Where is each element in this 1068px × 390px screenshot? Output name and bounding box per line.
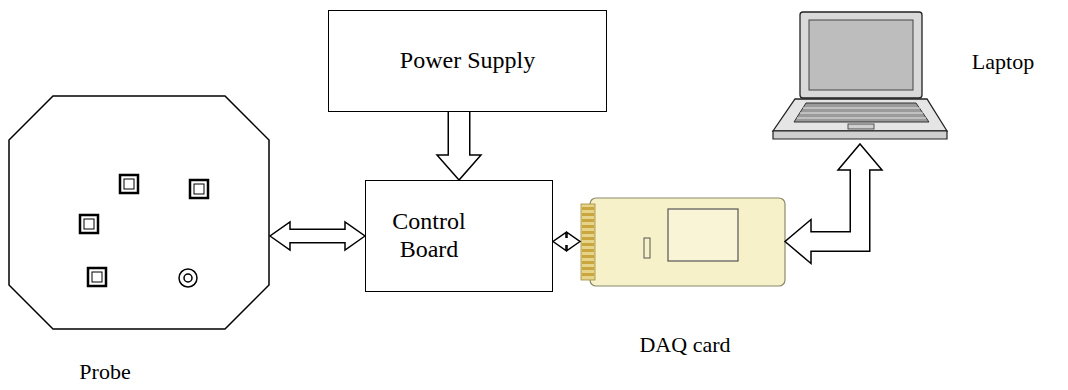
sensor-square [190,180,208,198]
key-row [803,108,920,109]
laptop-front [773,131,947,139]
octagon-border [9,96,269,329]
sensor-square [80,215,98,233]
arrow-head [437,155,481,180]
process-box: Control Board [365,180,553,292]
laptop-keyboard [794,103,929,122]
block-arrow [270,222,365,250]
card-body [590,198,785,286]
card-led [644,238,650,258]
probe-octagon: Probe [8,95,270,330]
part-label: DAQ card [625,332,745,357]
card-chip [668,209,738,261]
box-label: Control Board [374,208,484,263]
octagon-outline [8,95,270,330]
block-arrow [437,112,481,180]
key-row [800,113,923,114]
laptop-picture [773,12,947,139]
laptop-touchpad [848,124,874,129]
arrow-head [838,144,882,170]
sensor-inner [84,219,94,229]
arrow-head [785,220,811,264]
process-box: Power Supply [328,10,607,112]
sensor-inner [92,272,102,282]
sensor-square [88,268,106,286]
block-arrow [785,144,882,264]
arrow-shaft-fill [809,168,860,242]
sensor-circle [179,269,197,287]
box-label: Power Supply [358,47,578,75]
laptop-screen [809,20,913,90]
sensor-circle-inner [184,274,192,282]
card-connector [581,204,595,280]
arrow-shaft-fill [449,112,469,157]
sensor-inner [194,184,204,194]
arrow-head [270,222,290,250]
laptop-base [773,99,947,131]
daq-card-picture [581,198,785,286]
sensor-square [120,175,138,193]
probe-sensors [80,175,208,287]
sensor-inner [124,179,134,189]
daq-card: DAQ card [580,195,785,288]
part-label: Laptop [953,49,1053,74]
part-label: Probe [45,359,165,384]
laptop-lid [800,12,922,98]
arrow-shaft-fill [564,238,569,245]
card-pins [582,207,594,276]
block-arrow [553,233,580,251]
arrow-shaft-fill [288,230,347,242]
arrow-head [345,222,365,250]
key-row [797,118,926,119]
laptop-computer: Laptop [770,10,950,144]
